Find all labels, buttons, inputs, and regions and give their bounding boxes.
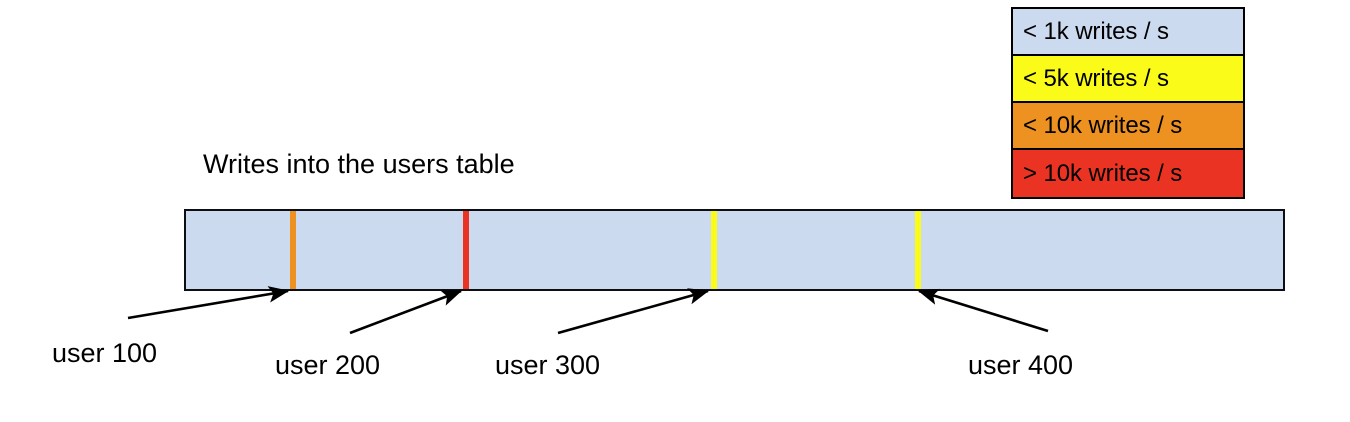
legend-item-lt-5k: < 5k writes / s <box>1013 56 1243 103</box>
user-300-marker <box>711 211 717 289</box>
legend-item-lt-10k: < 10k writes / s <box>1013 103 1243 150</box>
callout-label-user-100: user 100 <box>52 338 158 368</box>
legend-item-lt-1k: < 1k writes / s <box>1013 9 1243 56</box>
arrow-group <box>127 286 1049 335</box>
diagram-title: Writes into the users table <box>203 149 515 179</box>
legend-item-label: > 10k writes / s <box>1023 159 1183 187</box>
legend: < 1k writes / s < 5k writes / s < 10k wr… <box>1011 7 1245 199</box>
legend-item-label: < 10k writes / s <box>1023 111 1183 139</box>
legend-item-gt-10k: > 10k writes / s <box>1013 150 1243 197</box>
user-200-marker <box>463 211 469 289</box>
callout-label-user-200: user 200 <box>275 350 381 380</box>
user-100-marker <box>290 211 296 289</box>
callout-label-user-300: user 300 <box>495 350 601 380</box>
user-400-marker <box>915 211 921 289</box>
callout-label-user-400: user 400 <box>968 350 1074 380</box>
legend-item-label: < 5k writes / s <box>1023 64 1169 92</box>
users-table-bar <box>184 209 1285 291</box>
legend-item-label: < 1k writes / s <box>1023 17 1169 45</box>
